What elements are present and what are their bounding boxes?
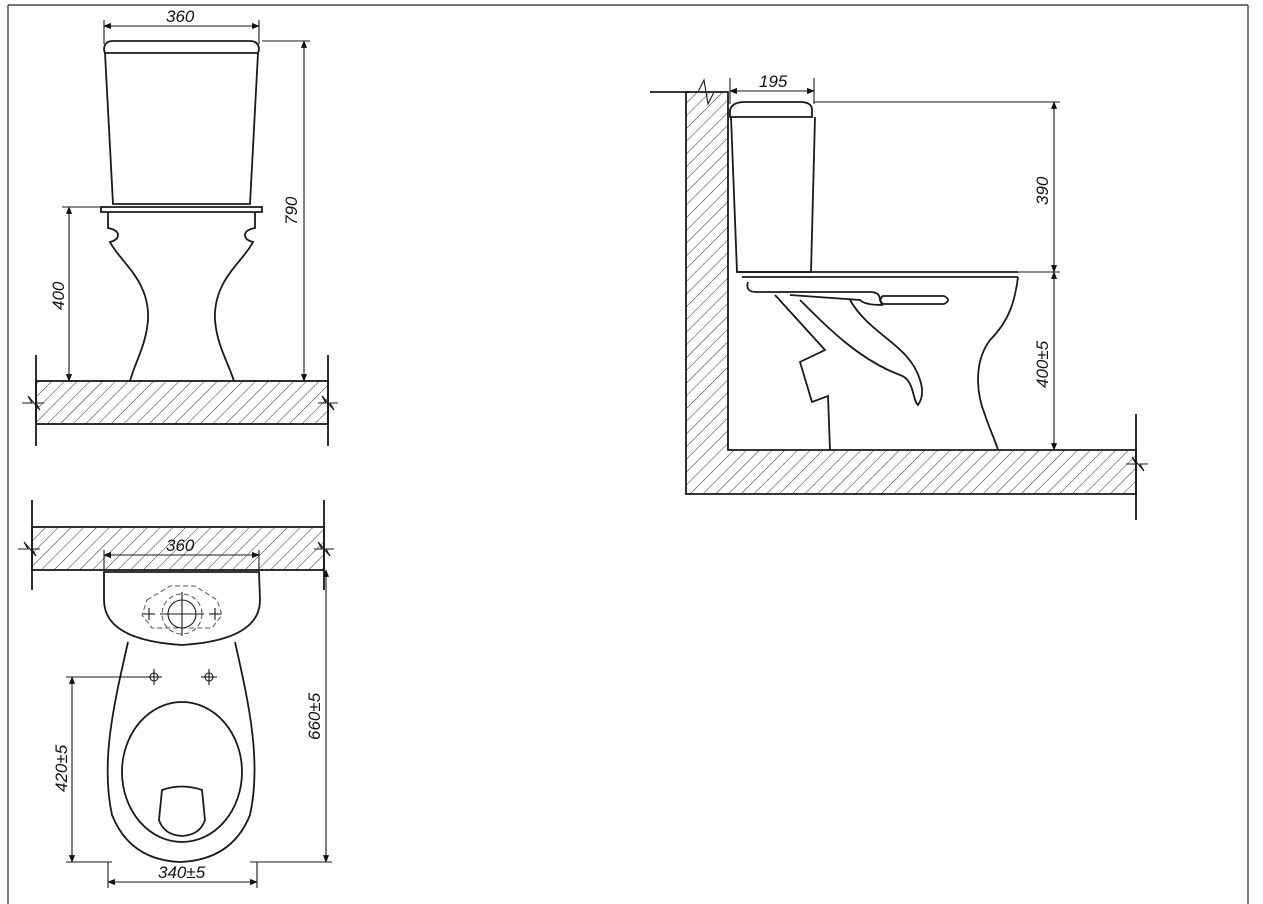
side-bowl (746, 276, 1019, 451)
top-width-label: 360 (166, 536, 195, 555)
top-depth-label: 660±5 (305, 692, 324, 740)
front-bowl (100, 206, 263, 382)
side-tank (729, 101, 1018, 278)
front-view: 360 790 400 (22, 7, 338, 446)
top-tank (103, 571, 261, 646)
side-seat-height-label: 400±5 (1033, 340, 1052, 388)
side-tank-height-label: 390 (1033, 176, 1052, 205)
front-floor (22, 355, 338, 446)
side-wall-floor (650, 78, 1148, 520)
tank-bolt-right (209, 608, 221, 620)
tank-bolt-left (143, 608, 155, 620)
top-dimensions: 360 660±5 420±5 340±5 (52, 536, 332, 888)
front-width-label: 360 (166, 7, 195, 26)
side-view: 195 390 400±5 (650, 72, 1148, 520)
top-bowl (106, 641, 256, 863)
top-view: 360 660±5 420±5 340±5 (18, 500, 334, 888)
top-hole-distance-label: 420±5 (52, 744, 71, 792)
top-base-width-label: 340±5 (158, 863, 206, 882)
side-dimensions: 195 390 400±5 (729, 72, 1060, 451)
front-tank (103, 40, 260, 205)
front-dimensions: 360 790 400 (49, 7, 310, 382)
seat-hole-right (201, 669, 217, 685)
side-tank-depth-label: 195 (759, 72, 788, 91)
front-seat-height-label: 400 (49, 281, 68, 310)
front-total-height-label: 790 (282, 196, 301, 225)
drawing-frame (7, 4, 1249, 904)
